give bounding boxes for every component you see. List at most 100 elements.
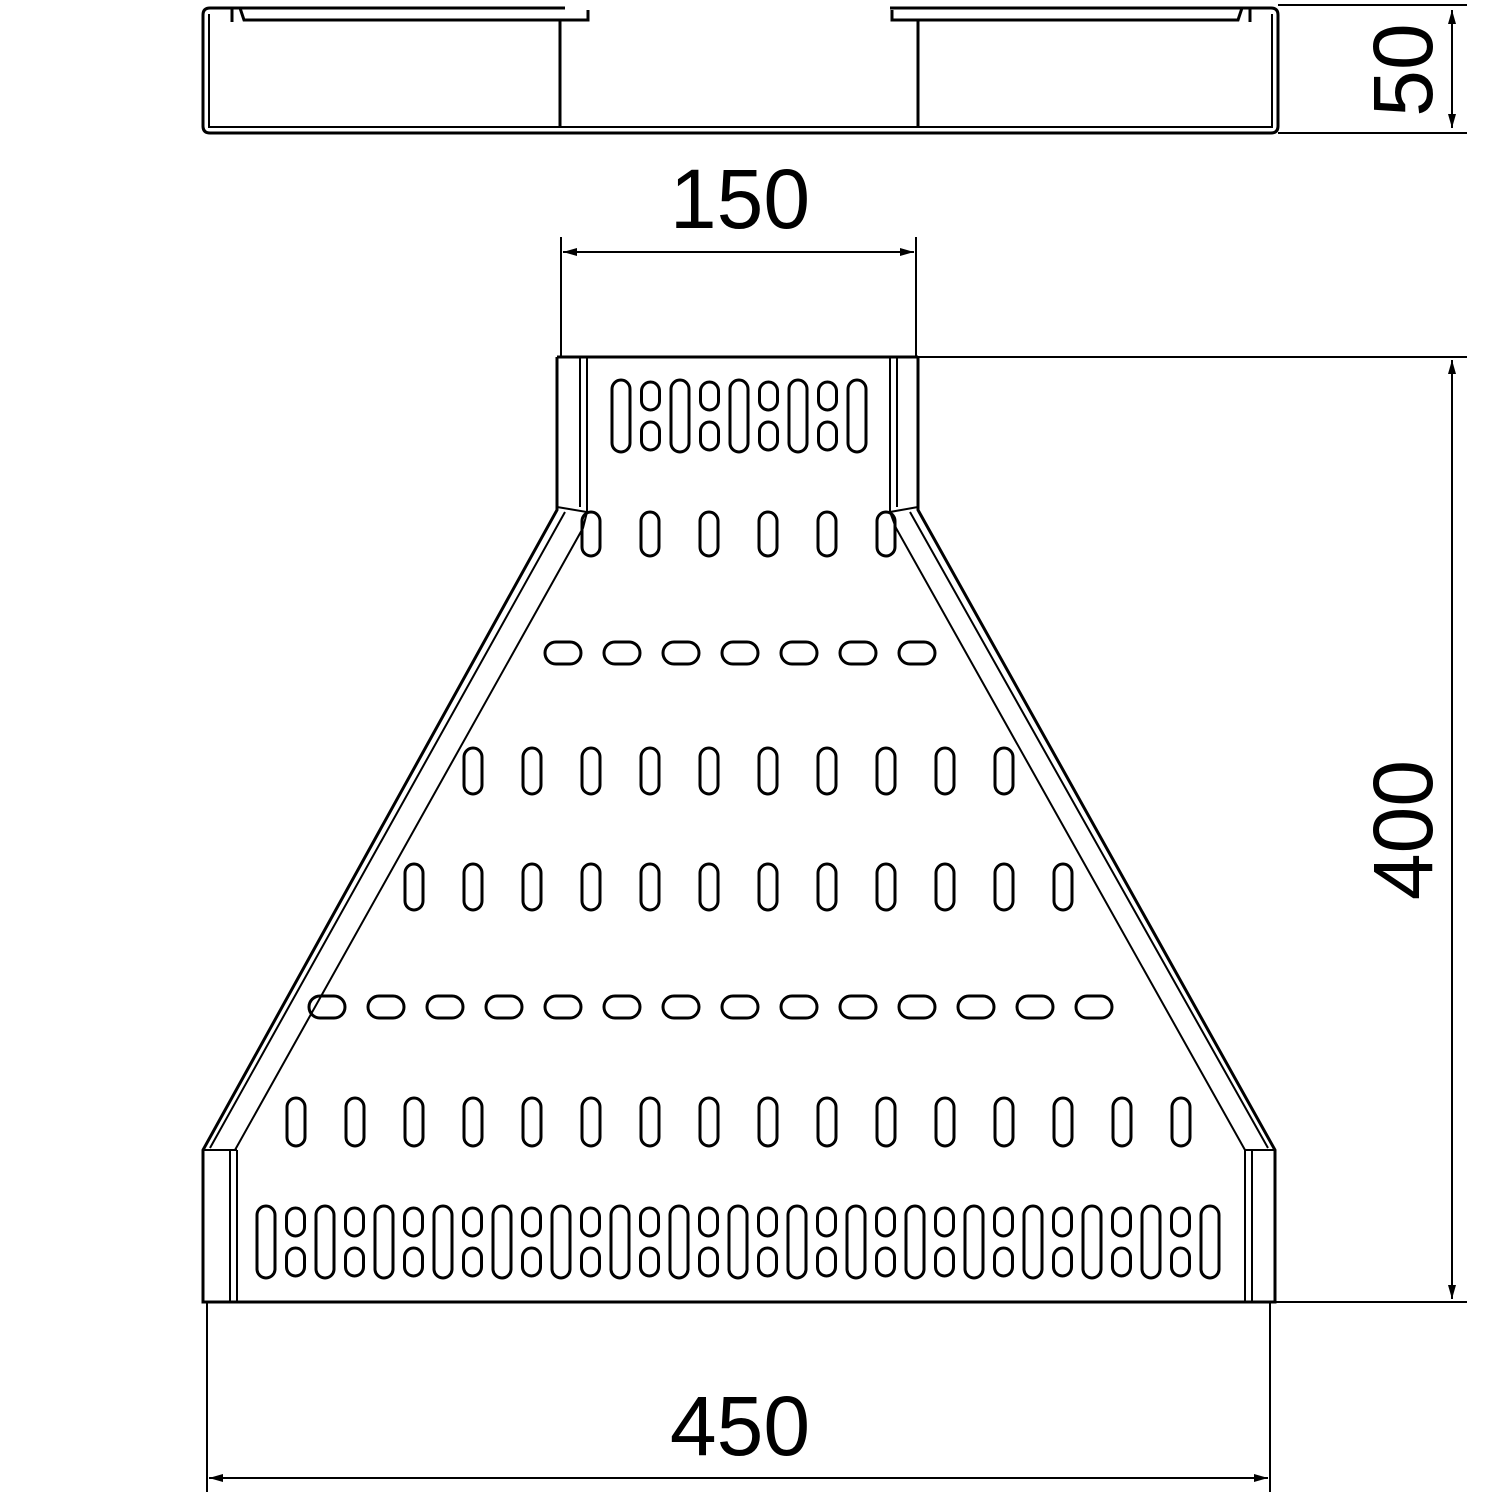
perforation-slot [462,1096,484,1148]
perforation-slot [580,1206,601,1238]
perforation-slot [462,746,484,796]
perforation-slot [1052,1096,1074,1148]
perforation-slot [875,510,897,558]
dimension-150: 150 [560,152,917,357]
perforation-slot [934,746,956,796]
perforation-slot [963,1204,985,1280]
perforation-slot [757,1206,778,1238]
perforation-slot [698,862,720,912]
perforation-slot [462,1246,483,1278]
perforation-slot [934,862,956,912]
perforation-slot [366,994,406,1020]
perforation-slot [668,1204,690,1280]
perforation-slot [817,420,838,452]
perforation-slot [432,1204,454,1280]
perforation-slot [521,862,543,912]
perforation-slot [580,746,602,796]
perforation-slot [1111,1246,1132,1278]
perforation-slot [875,746,897,796]
perforation-slot [580,510,602,558]
perforation-slot [543,640,583,666]
perforation-slot [786,1204,808,1280]
perforation-slot [521,1246,542,1278]
perforation-slot [698,1246,719,1278]
perforation-slot [816,746,838,796]
perforation-slot [543,994,583,1020]
perforation-slot [845,1204,867,1280]
perforation-slot [403,862,425,912]
perforation-slot [1022,1204,1044,1280]
perforation-slot [875,1096,897,1148]
perforation-slot [639,746,661,796]
perforation-slot [580,1096,602,1148]
perforation-slot [639,1246,660,1278]
perforation-slot [314,1204,336,1280]
perforation-slot [699,380,720,412]
perforation-slot [602,640,642,666]
perforation-slot [640,380,661,412]
perforation-slot [875,1246,896,1278]
perforation-slot [934,1206,955,1238]
perforation-slot [403,1246,424,1278]
perforation-slot [698,1206,719,1238]
perforation-slot [897,640,937,666]
perforation-slot [779,994,819,1020]
perforation-slot [580,862,602,912]
perforation-slot [758,420,779,452]
dimension-label-400: 400 [1356,760,1450,900]
perforation-slot [757,746,779,796]
perforation-slot [639,510,661,558]
dimension-label-450: 450 [670,1379,810,1473]
perforation-slot [255,1204,277,1280]
perforation-slot [373,1204,395,1280]
perforation-slot [344,1246,365,1278]
perforation-slot [757,1246,778,1278]
perforation-slot [1199,1204,1221,1280]
perforation-slot [727,1204,749,1280]
perforation-slot [521,746,543,796]
perforation-slot [344,1206,365,1238]
perforation-slot [779,640,819,666]
perforation-slot [816,862,838,912]
perforation-slot [462,862,484,912]
dimension-50: 50 [1278,4,1467,134]
perforation-slot [993,746,1015,796]
perforation-slot [1052,862,1074,912]
perforation-slot [639,1096,661,1148]
perforation-slot [661,994,701,1020]
perforation-slot [816,1096,838,1148]
perforation-slot [838,994,878,1020]
perforation-slot [728,378,750,454]
perforation-slot [610,378,632,454]
perforation-slot [698,746,720,796]
perforation-slot [757,1096,779,1148]
perforation-slot [403,1206,424,1238]
perforation-slot [425,994,465,1020]
perforation-slot [816,1246,837,1278]
perforation-slot [956,994,996,1020]
perforation-slot [875,862,897,912]
perforation-slot [462,1206,483,1238]
perforation-slot [307,994,347,1020]
dimension-400: 400 [918,356,1467,1303]
perforation-slot [1111,1096,1133,1148]
perforation-slot [521,1206,542,1238]
perforation-slot [403,1096,425,1148]
dimension-450: 450 [206,1302,1271,1492]
perforation-slot [993,1246,1014,1278]
perforation-slot [993,1206,1014,1238]
perforation-slot [904,1204,926,1280]
perforation-slot [787,378,809,454]
perforation-slot [580,1246,601,1278]
perforation-slot [1074,994,1114,1020]
perforation-slot [491,1204,513,1280]
perforation-slot [661,640,701,666]
perforation-slot [602,994,642,1020]
perforation-slot [1052,1206,1073,1238]
perforation-slot [846,378,868,454]
perforation-slot [699,420,720,452]
perforation-slot [757,510,779,558]
perforation-slot [639,1206,660,1238]
perforation-holes [255,378,1221,1280]
